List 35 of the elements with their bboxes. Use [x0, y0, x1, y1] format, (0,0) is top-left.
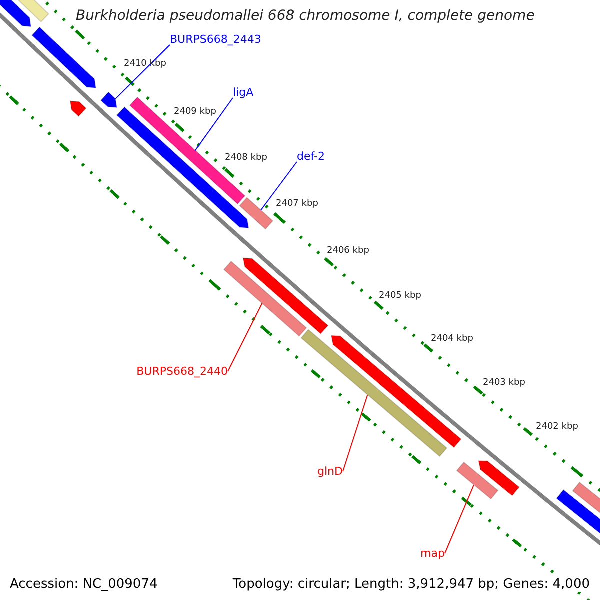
tick-label: 2405 kbp	[379, 292, 422, 301]
gene-label: map	[420, 548, 445, 559]
gene-feature	[242, 258, 329, 335]
info-text: Topology: circular; Length: 3,912,947 bp; Genes: 4,000	[232, 577, 590, 592]
gene-label: ligA	[233, 87, 254, 98]
feature-bar	[456, 462, 499, 500]
leader-line	[444, 484, 474, 554]
tick-label: 2410 kbp	[124, 60, 166, 69]
feature-bar	[129, 96, 246, 205]
gene-label: glnD	[318, 466, 343, 477]
gene-label: BURPS668_2443	[170, 34, 262, 45]
gene-feature	[116, 106, 250, 229]
tick-label: 2402 kbp	[536, 423, 578, 432]
gene-label: BURPS668_2440	[136, 366, 228, 377]
leader-line	[194, 98, 234, 152]
title: Burkholderia pseudomallei 668 chromosome I, complete genome	[76, 9, 535, 23]
tick-label: 2406 kbp	[327, 247, 370, 256]
leader-line	[342, 394, 368, 472]
tick-label: 2408 kbp	[225, 154, 268, 163]
leader-line	[260, 162, 298, 211]
tick-label: 2404 kbp	[431, 335, 474, 344]
gene-feature	[100, 92, 118, 108]
gene-feature	[70, 100, 87, 118]
feature-bar	[223, 260, 308, 337]
gene-feature	[478, 460, 520, 496]
gene-label: def-2	[297, 151, 325, 162]
feature-bar	[239, 197, 274, 230]
gene-feature	[0, 0, 32, 28]
leader-line	[115, 44, 170, 100]
leader-line	[228, 303, 263, 372]
tick-label: 2409 kbp	[174, 108, 216, 117]
tick-label: 2403 kbp	[483, 379, 526, 388]
gene-feature	[32, 26, 96, 89]
info-text: Accession: NC_009074	[10, 577, 158, 592]
tick-label: 2407 kbp	[276, 200, 318, 209]
